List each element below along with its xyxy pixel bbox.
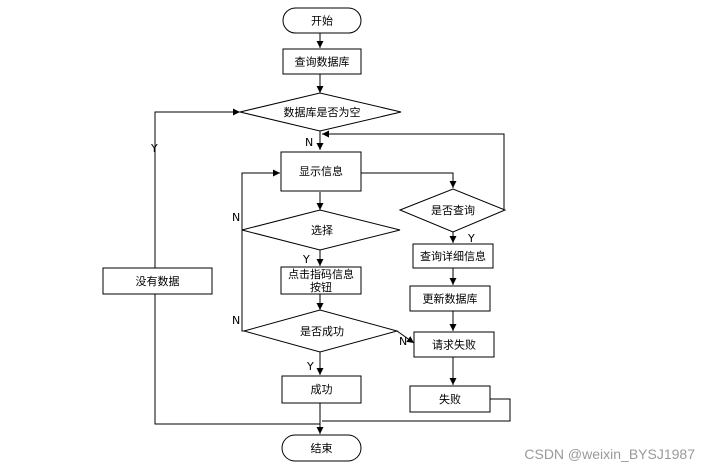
node-update-db-label: 更新数据库 bbox=[423, 292, 478, 306]
label-db-empty-no: N bbox=[305, 136, 313, 149]
node-click-button-label-1: 点击指码信息 bbox=[288, 267, 354, 281]
edge-success-q-no-to-request bbox=[396, 330, 415, 344]
node-query-db-label: 查询数据库 bbox=[295, 55, 350, 69]
node-is-query-decision: 是否查询 bbox=[398, 188, 507, 233]
edge-choose-no-loop bbox=[241, 169, 280, 230]
connectors bbox=[154, 33, 511, 434]
node-click-button-label-2: 按钮 bbox=[310, 280, 332, 294]
edge-labels: Y N Y N Y N N Y bbox=[150, 136, 475, 373]
node-is-query-label: 是否查询 bbox=[431, 203, 475, 217]
node-request-fail-label: 请求失败 bbox=[432, 338, 476, 352]
edge-success-q-no-loop bbox=[241, 230, 244, 332]
label-success-no-left: N bbox=[232, 314, 240, 327]
node-show-info-label: 显示信息 bbox=[299, 164, 343, 178]
node-no-data: 没有数据 bbox=[102, 267, 213, 295]
node-query-detail-label: 查询详细信息 bbox=[420, 249, 486, 263]
node-fail: 失败 bbox=[409, 385, 491, 413]
node-end: 结束 bbox=[281, 434, 362, 462]
node-success-decision: 是否成功 bbox=[242, 309, 399, 353]
label-choose-yes: Y bbox=[302, 253, 310, 266]
node-choose-decision: 选择 bbox=[241, 209, 401, 251]
node-db-empty-decision: 数据库是否为空 bbox=[239, 92, 402, 132]
node-db-empty-label: 数据库是否为空 bbox=[284, 105, 361, 119]
node-click-button: 点击指码信息 按钮 bbox=[280, 266, 362, 295]
node-end-label: 结束 bbox=[311, 442, 333, 455]
node-query-detail: 查询详细信息 bbox=[412, 243, 494, 269]
node-success-label: 成功 bbox=[311, 383, 333, 396]
edge-is-query-no-loop bbox=[322, 130, 505, 209]
label-choose-no: N bbox=[232, 211, 240, 224]
watermark: CSDN @weixin_BYSJ1987 bbox=[524, 446, 695, 462]
edge-show-to-is-query bbox=[360, 172, 457, 188]
node-show-info: 显示信息 bbox=[280, 151, 362, 192]
node-choose-label: 选择 bbox=[311, 223, 333, 237]
node-start-label: 开始 bbox=[311, 14, 333, 28]
label-is-query-yes: Y bbox=[467, 232, 475, 245]
node-update-db: 更新数据库 bbox=[409, 285, 491, 312]
node-no-data-label: 没有数据 bbox=[136, 274, 180, 288]
edge-fail-to-end bbox=[322, 398, 511, 422]
node-success-q-label: 是否成功 bbox=[300, 325, 344, 338]
label-db-empty-yes: Y bbox=[150, 142, 158, 155]
node-query-db: 查询数据库 bbox=[282, 48, 362, 75]
node-fail-label: 失败 bbox=[439, 392, 461, 406]
label-success-yes: Y bbox=[306, 360, 314, 373]
node-request-fail: 请求失败 bbox=[413, 331, 495, 358]
node-success: 成功 bbox=[281, 375, 362, 404]
label-success-no-right: N bbox=[399, 335, 407, 348]
node-start: 开始 bbox=[282, 7, 362, 34]
